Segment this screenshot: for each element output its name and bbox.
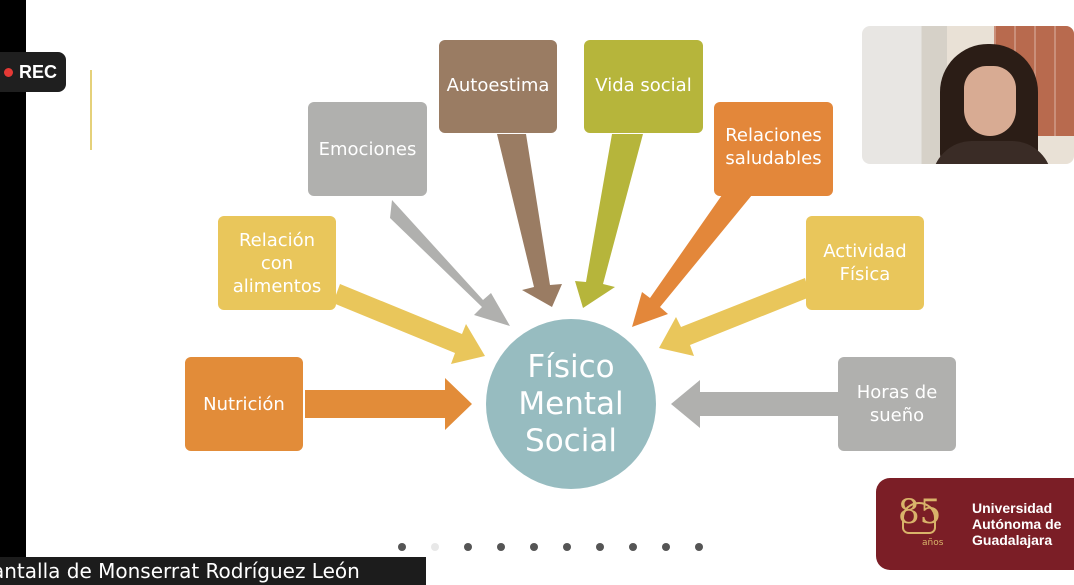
arrow-nutricion	[305, 378, 472, 430]
participant-face	[964, 66, 1016, 136]
logo-line: Universidad	[972, 500, 1053, 516]
box-actividad-fisica: Actividad Física	[806, 216, 924, 310]
box-relaciones-saludables: Relaciones saludables	[714, 102, 833, 196]
box-horas-sueno: Horas de sueño	[838, 357, 956, 451]
box-label: Horas de sueño	[856, 382, 938, 426]
logo-text: Universidad Autónoma de Guadalajara	[972, 500, 1061, 548]
participant-body	[932, 141, 1052, 164]
center-circle: Físico Mental Social	[486, 319, 656, 489]
record-dot-icon	[4, 67, 13, 77]
rec-label: REC	[19, 61, 58, 82]
logo-line: Guadalajara	[972, 532, 1053, 548]
box-label: Vida social	[595, 75, 692, 96]
logo-line: Autónoma de	[972, 516, 1062, 532]
slide-dot[interactable]	[497, 543, 505, 551]
slide-pagination	[398, 543, 703, 551]
slide-dot[interactable]	[596, 543, 604, 551]
arrow-autoestima	[497, 134, 562, 307]
screen-share-label: antalla de Monserrat Rodríguez León	[0, 557, 426, 585]
box-vida-social: Vida social	[584, 40, 703, 133]
center-line: Físico	[527, 348, 615, 385]
box-emociones: Emociones	[308, 102, 427, 196]
logo-number: 85	[898, 492, 942, 532]
left-strip	[0, 0, 26, 585]
logo-anos: años	[922, 538, 944, 548]
slide-dot[interactable]	[695, 543, 703, 551]
slide-dot[interactable]	[563, 543, 571, 551]
box-label: Actividad Física	[823, 241, 907, 285]
arrow-vida-social	[575, 134, 643, 308]
box-label: Nutrición	[203, 393, 285, 415]
box-nutricion: Nutrición	[185, 357, 303, 451]
arrow-emociones	[390, 200, 510, 326]
owl-emblem-icon	[902, 502, 936, 534]
arrow-horas-sueno	[671, 380, 838, 428]
center-line: Mental	[518, 385, 624, 422]
slide-dot[interactable]	[530, 543, 538, 551]
box-label: Relaciones saludables	[725, 125, 822, 169]
arrow-actividad-fisica	[659, 278, 810, 356]
recording-indicator: REC	[0, 52, 66, 92]
box-label: Emociones	[318, 138, 417, 160]
slide-dot[interactable]	[464, 543, 472, 551]
slide-dot[interactable]	[431, 543, 439, 551]
arrow-relaciones-saludables	[632, 195, 752, 327]
center-line: Social	[525, 422, 617, 459]
slide-dot[interactable]	[398, 543, 406, 551]
slide-accent-line	[90, 70, 92, 150]
box-label: Relación con alimentos	[232, 229, 322, 297]
box-label: Autoestima	[446, 75, 550, 96]
arrow-relacion-alimentos	[333, 284, 485, 364]
screen-share-name: antalla de Monserrat Rodríguez León	[0, 559, 360, 583]
university-logo: 85 años Universidad Autónoma de Guadalaj…	[876, 478, 1074, 570]
slide-dot[interactable]	[662, 543, 670, 551]
box-autoestima: Autoestima	[439, 40, 557, 133]
slide-dot[interactable]	[629, 543, 637, 551]
participant-video[interactable]	[862, 26, 1074, 164]
box-relacion-alimentos: Relación con alimentos	[218, 216, 336, 310]
